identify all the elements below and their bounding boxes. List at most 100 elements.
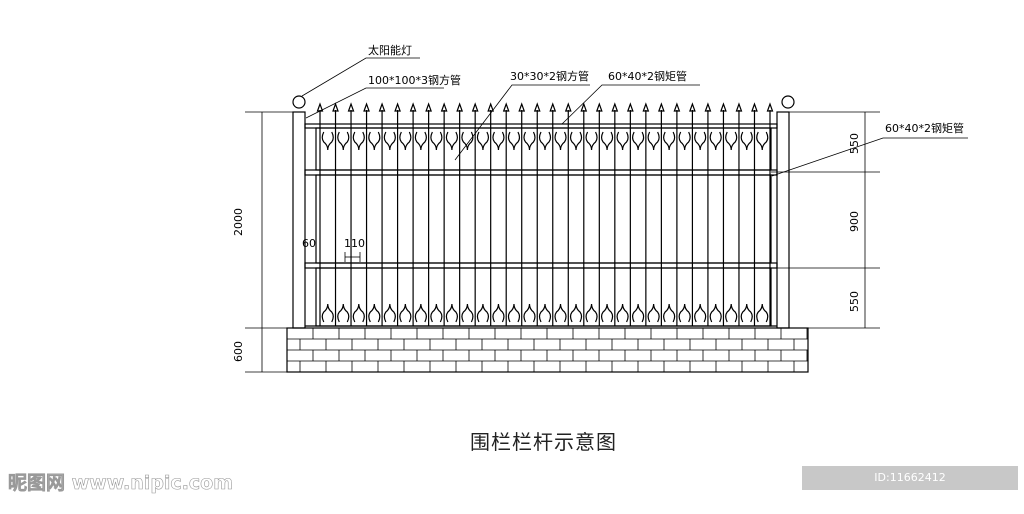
scroll-upper <box>492 131 505 151</box>
picket-spike <box>332 102 339 112</box>
scroll-lower <box>445 303 458 323</box>
scroll-lower <box>321 303 334 323</box>
scroll-lower <box>600 303 614 323</box>
picket-spike <box>626 102 634 112</box>
scroll-lower <box>523 303 536 323</box>
leader-rail-top <box>561 84 700 125</box>
picket-spike <box>689 102 696 112</box>
scroll-lower <box>430 303 443 323</box>
picket-spike <box>440 102 448 112</box>
scroll-upper <box>740 131 753 151</box>
middle-panel-frame <box>315 174 772 264</box>
fence-drawing: 太阳能灯 100*100*3钢方管 30*30*2钢方管 60*40*2钢矩管 … <box>232 43 968 373</box>
scroll-lower <box>476 303 490 323</box>
diagram-title: 围栏栏杆示意图 <box>470 430 617 454</box>
right-solar-lamp <box>781 95 795 109</box>
scroll-upper <box>632 131 645 151</box>
picket-spike <box>347 102 355 112</box>
scroll-upper <box>709 131 722 151</box>
picket-spike <box>595 102 603 112</box>
scroll-lower <box>368 303 381 323</box>
scroll-lower <box>709 303 722 323</box>
picket-spike <box>425 102 432 112</box>
lower-panel-frame <box>315 267 772 327</box>
dim-base-height: 600 <box>232 341 245 362</box>
scroll-lower <box>399 303 412 323</box>
scroll-lower <box>507 303 521 323</box>
scroll-lower <box>337 303 350 323</box>
upper-panel-frame <box>315 127 772 171</box>
label-solar-lamp: 太阳能灯 <box>368 43 412 57</box>
right-post <box>776 111 790 329</box>
scroll-upper <box>678 131 691 151</box>
scroll-lower <box>616 303 629 323</box>
scroll-lower <box>756 303 769 323</box>
scroll-lower <box>492 303 505 323</box>
scroll-upper <box>616 131 629 151</box>
scroll-lower <box>632 303 645 323</box>
left-solar-lamp <box>292 95 306 109</box>
scroll-upper <box>585 131 598 151</box>
scroll-upper <box>554 131 567 151</box>
scroll-upper <box>756 131 769 151</box>
dim-total-height: 2000 <box>232 208 245 236</box>
dim-upper-panel: 550 <box>848 133 861 154</box>
scroll-lower <box>569 303 583 323</box>
scroll-lower <box>694 303 707 323</box>
scroll-lower <box>554 303 567 323</box>
picket-spike <box>456 102 464 112</box>
picket-spike <box>704 102 712 112</box>
scroll-upper <box>523 131 536 151</box>
picket-spike <box>502 102 510 112</box>
watermark-id: ID:11662412 NO:20161125142729816388 <box>802 466 1018 508</box>
scroll-upper <box>694 131 707 151</box>
scroll-upper <box>600 131 614 151</box>
scroll-lower <box>383 303 396 323</box>
scroll-upper <box>476 131 490 151</box>
picket-spike <box>549 102 557 112</box>
picket-spike <box>564 102 572 112</box>
scroll-upper <box>538 131 552 151</box>
label-picket: 30*30*2钢方管 <box>510 69 589 83</box>
picket-spike <box>409 102 417 112</box>
scroll-upper <box>352 131 365 151</box>
scroll-upper <box>445 131 458 151</box>
picket-spike <box>533 102 541 112</box>
picket-spike <box>378 102 386 112</box>
leader-rail-right <box>771 137 968 177</box>
scroll-lower <box>678 303 691 323</box>
picket-spike <box>580 102 588 112</box>
scroll-upper <box>399 131 412 151</box>
scroll-upper <box>725 131 738 151</box>
dim-middle-panel: 900 <box>848 211 861 232</box>
scroll-lower <box>352 303 365 323</box>
scroll-upper <box>368 131 381 151</box>
scroll-upper <box>507 131 521 151</box>
scroll-lower <box>538 303 552 323</box>
label-width-60: 60 <box>302 237 316 250</box>
picket-spike <box>394 102 401 112</box>
picket-spike <box>658 102 665 112</box>
watermark-site: 昵图网 www.nipic.com <box>8 472 234 495</box>
scroll-upper <box>414 131 427 151</box>
picket-spike <box>471 102 479 112</box>
scroll-lower <box>740 303 753 323</box>
label-post: 100*100*3钢方管 <box>368 73 461 87</box>
label-rail-right: 60*40*2钢矩管 <box>885 121 964 135</box>
picket-spike <box>720 102 727 112</box>
leader-solar-lamp <box>301 57 420 97</box>
scroll-upper <box>383 131 396 151</box>
scroll-upper <box>569 131 583 151</box>
dim-lower-panel: 550 <box>848 291 861 312</box>
upper-mid-rail <box>304 169 778 176</box>
scroll-upper <box>321 131 334 151</box>
label-rail-top: 60*40*2钢矩管 <box>608 69 687 83</box>
picket-spike <box>642 102 650 112</box>
scroll-lower <box>585 303 598 323</box>
leader-picket <box>454 84 590 161</box>
picket-spike <box>766 102 774 112</box>
scroll-lower <box>647 303 660 323</box>
scroll-upper <box>337 131 350 151</box>
picket-spike <box>518 102 526 112</box>
picket-spike <box>363 102 370 112</box>
